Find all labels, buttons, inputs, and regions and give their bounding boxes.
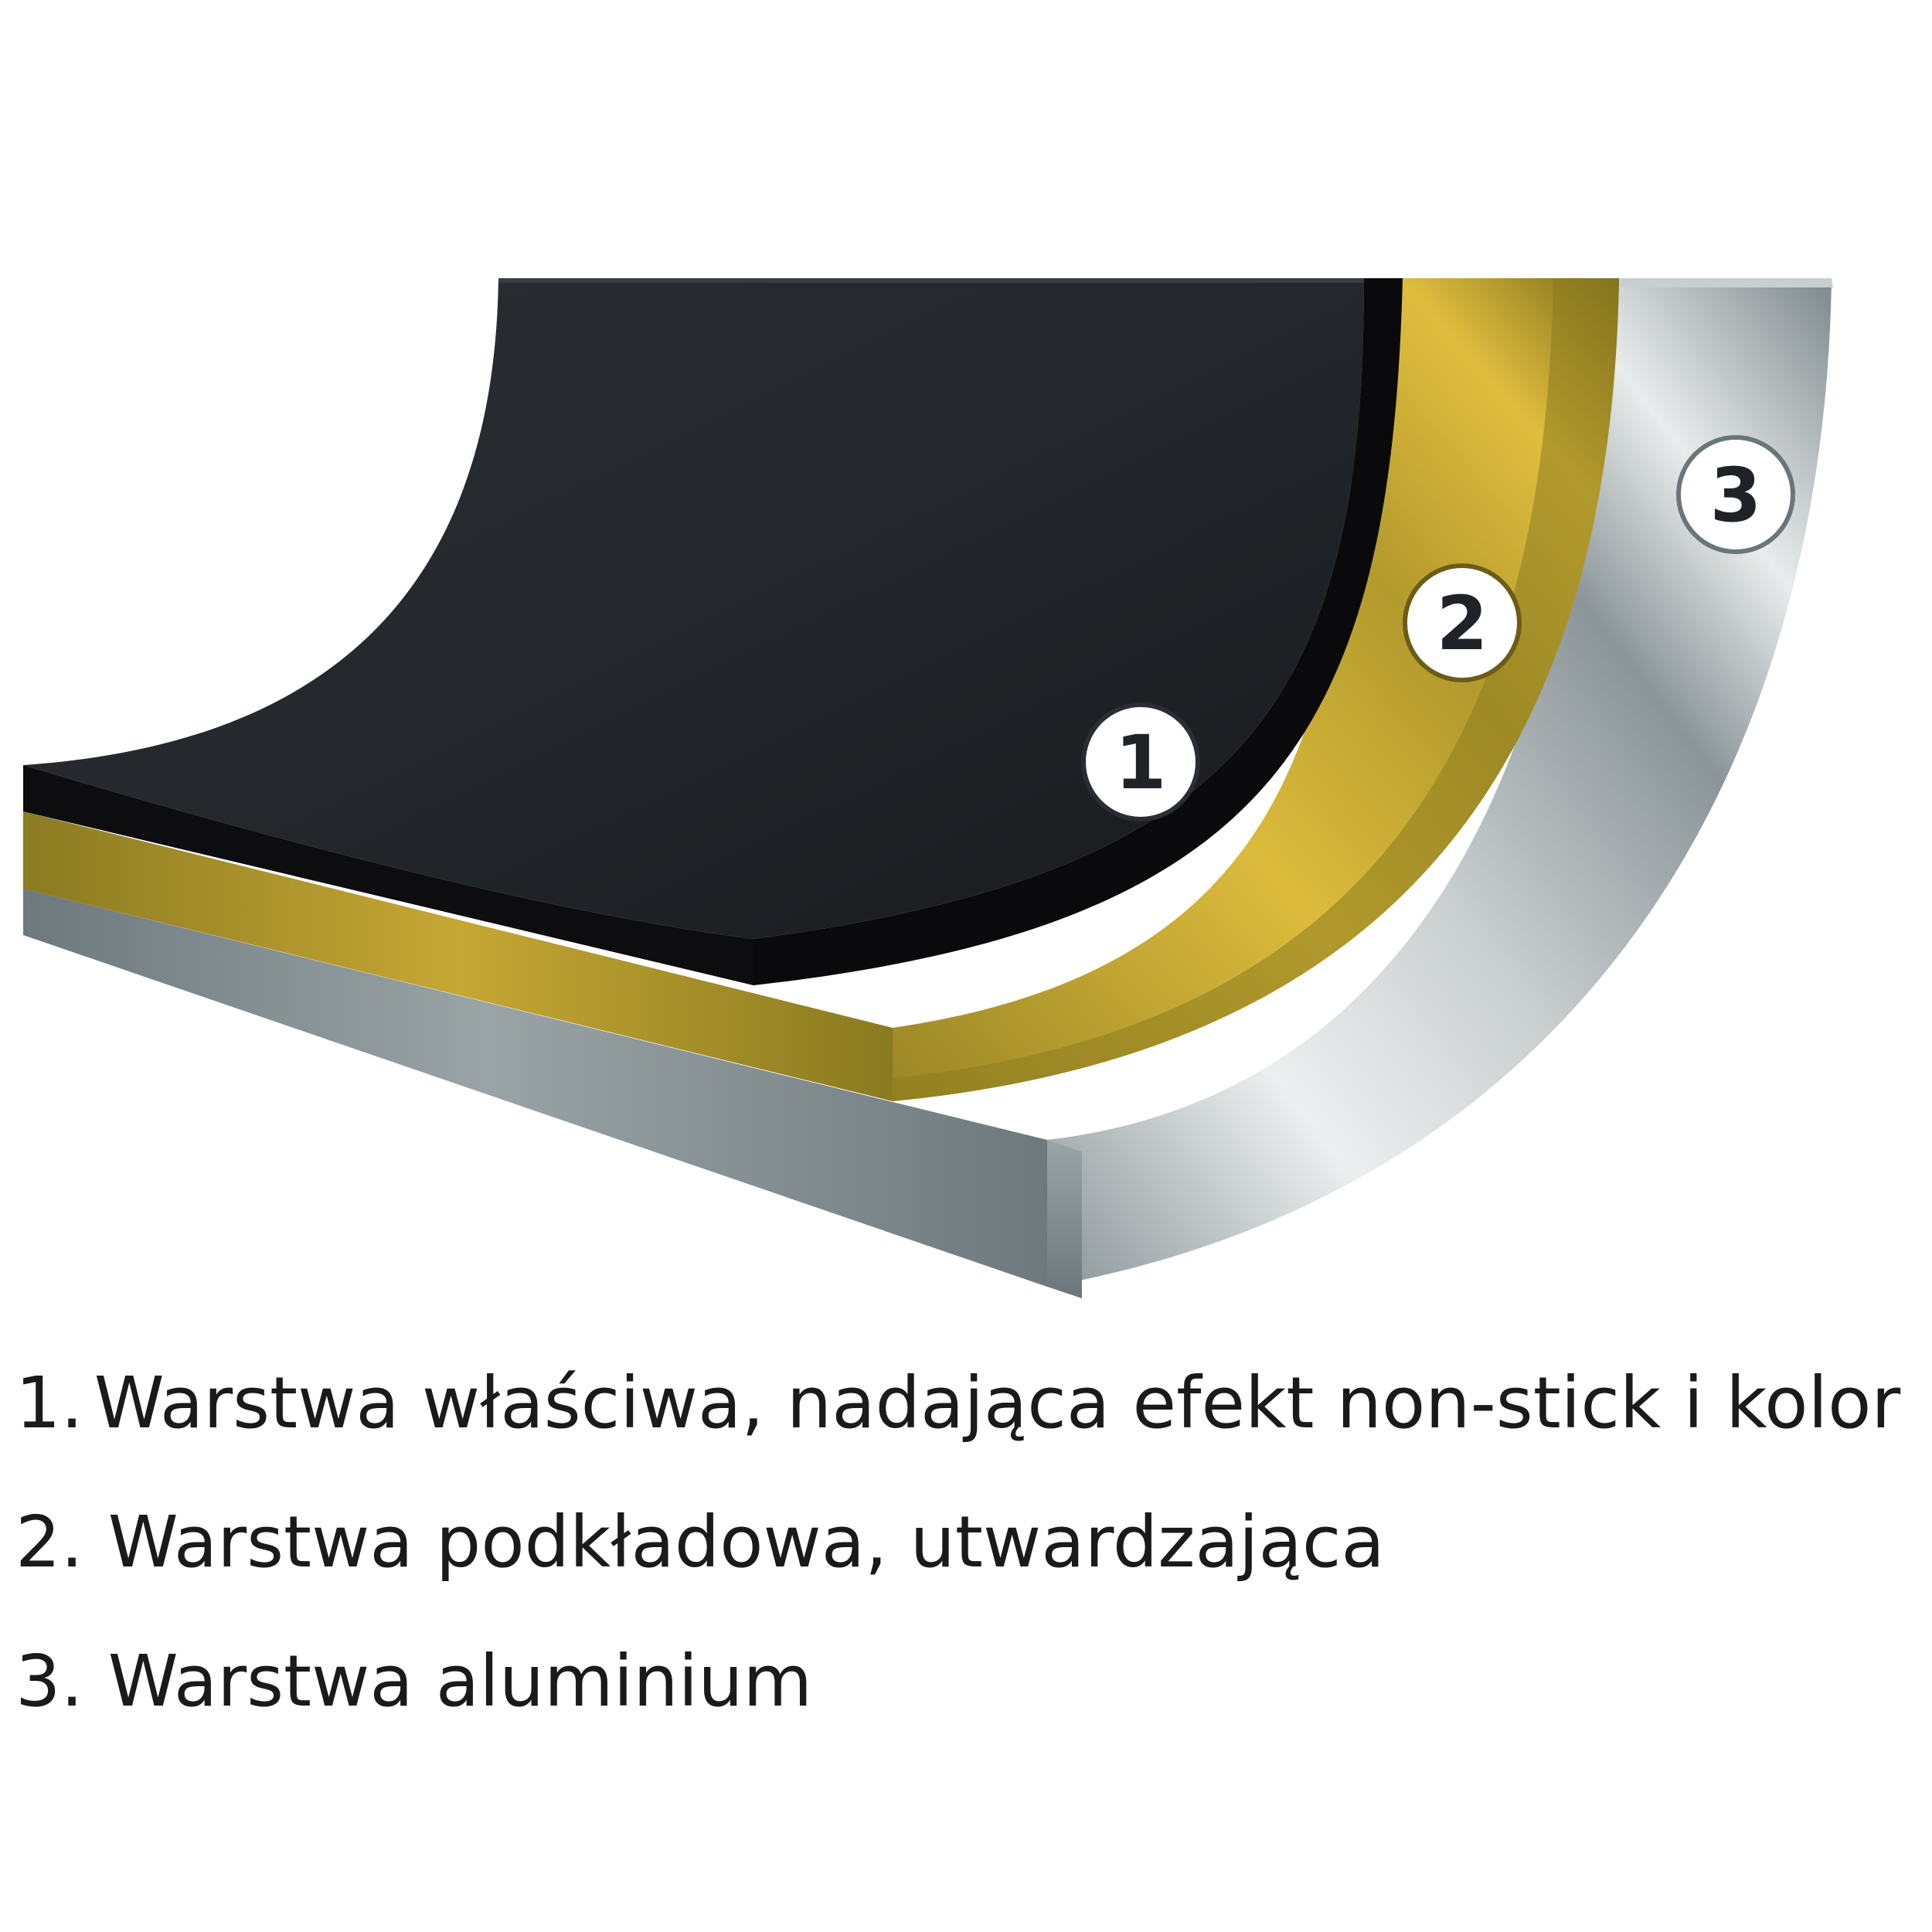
- legend-item-3: 3.Warstwa aluminium: [15, 1646, 1924, 1785]
- badge-3-number: 3: [1710, 452, 1762, 539]
- badge-1-number: 1: [1115, 719, 1167, 806]
- legend-item-1-number: 1.: [15, 1362, 83, 1444]
- legend-item-3-number: 3.: [15, 1640, 83, 1723]
- badge-2: 2: [1403, 563, 1522, 682]
- badge-3: 3: [1676, 435, 1795, 554]
- legend-item-1-text: Warstwa właściwa, nadająca efekt non-sti…: [94, 1362, 1901, 1444]
- legend-item-3-text: Warstwa aluminium: [107, 1640, 813, 1723]
- badge-1: 1: [1081, 702, 1200, 821]
- badge-2-number: 2: [1437, 580, 1488, 667]
- legend-item-2-number: 2.: [15, 1501, 83, 1583]
- legend-item-1: 1.Warstwa właściwa, nadająca efekt non-s…: [15, 1368, 1924, 1507]
- legend-item-2: 2.Warstwa podkładowa, utwardzająca: [15, 1507, 1924, 1646]
- aluminium-layer: [23, 278, 1833, 1298]
- non-stick-layer: [23, 278, 1403, 985]
- legend-item-2-text: Warstwa podkładowa, utwardzająca: [107, 1501, 1385, 1583]
- base-layer: [23, 278, 1619, 1101]
- layers-legend: 1.Warstwa właściwa, nadająca efekt non-s…: [15, 1368, 1924, 1785]
